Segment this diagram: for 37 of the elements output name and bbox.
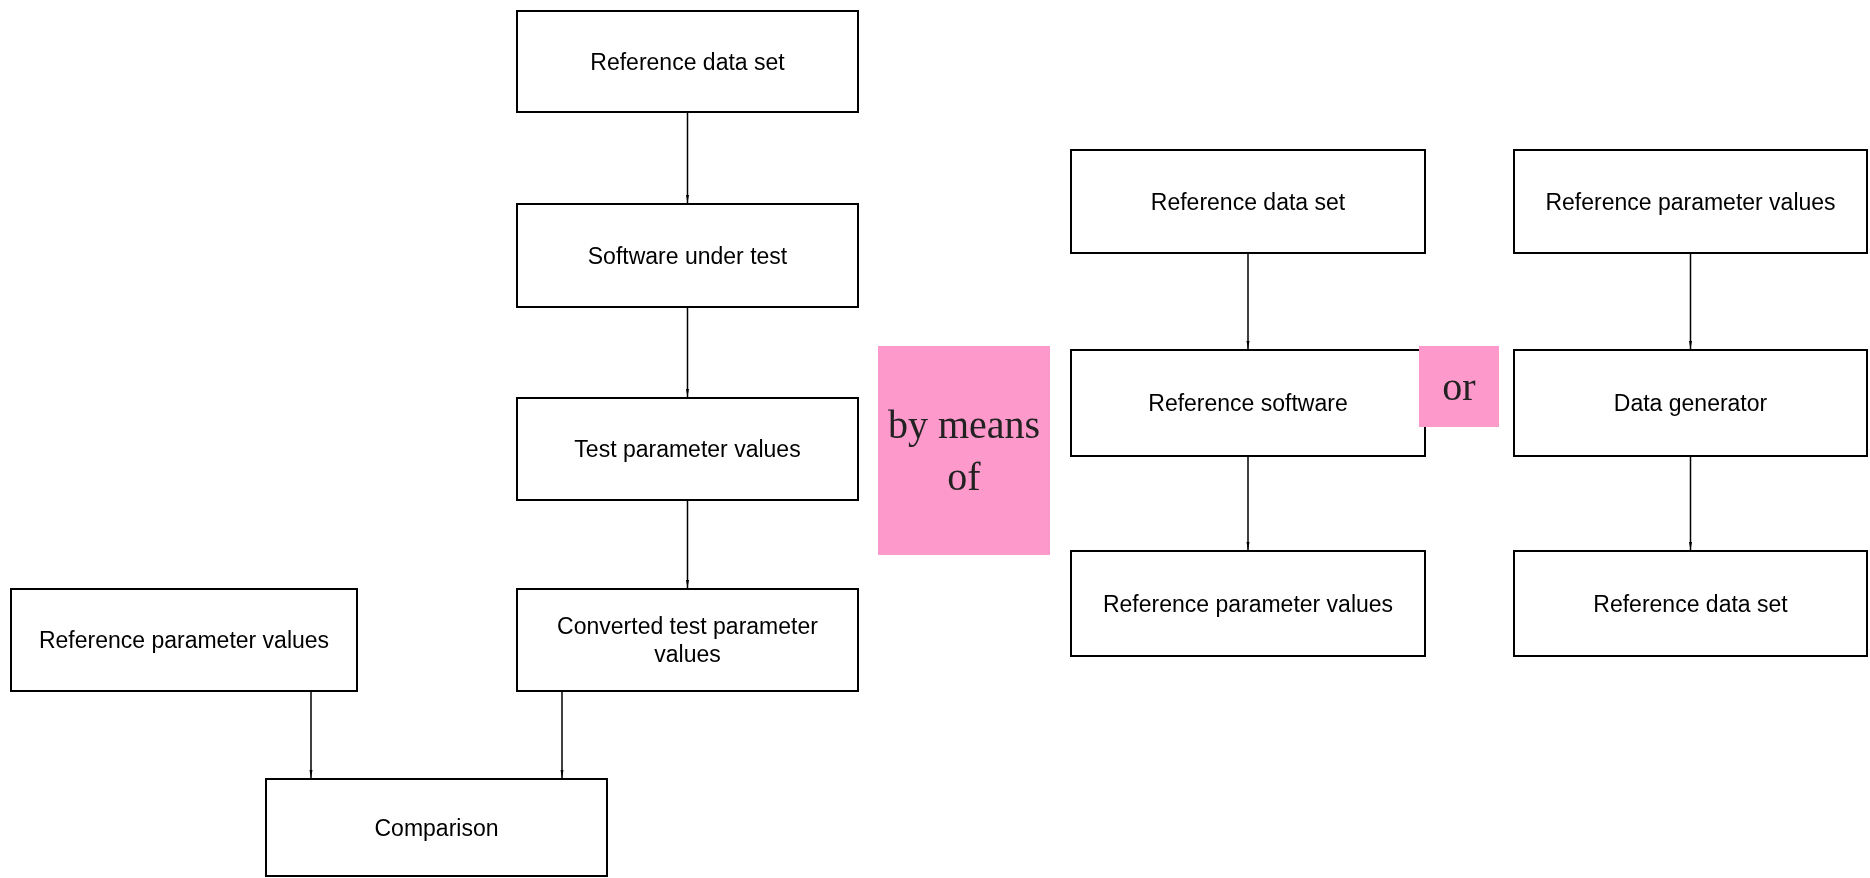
arrow <box>686 307 689 398</box>
connector-label-box <box>1419 346 1499 427</box>
box-text: Reference parameter values <box>38 626 330 654</box>
box-text: Reference parameter values <box>1102 589 1394 618</box>
arrow <box>309 691 313 779</box>
process-box <box>1513 149 1868 254</box>
connector-label-box <box>878 346 1050 555</box>
arrow <box>686 112 689 204</box>
box-text: Converted test parameter values <box>556 612 819 668</box>
arrow <box>560 691 564 779</box>
process-box <box>1070 349 1426 457</box>
process-box <box>1070 550 1426 657</box>
box-text: by means of <box>886 400 1042 501</box>
process-box <box>265 778 608 877</box>
process-box <box>10 588 358 692</box>
process-box <box>516 10 859 113</box>
arrow <box>1246 253 1250 350</box>
arrow <box>1689 253 1692 350</box>
box-text: Reference data set <box>1593 589 1788 618</box>
box-text: or <box>1442 362 1476 411</box>
box-text: Software under test <box>587 241 788 270</box>
process-box <box>516 588 859 692</box>
box-text: Reference software <box>1148 389 1348 417</box>
process-box <box>1070 149 1426 254</box>
box-text: Test parameter values <box>574 435 801 463</box>
box-text: Data generator <box>1613 389 1768 417</box>
box-text: Reference data set <box>1150 187 1346 216</box>
box-text: Reference data set <box>590 47 785 76</box>
arrow <box>1246 456 1250 551</box>
box-text: Comparison <box>374 813 499 842</box>
arrow <box>1689 456 1692 551</box>
process-box <box>1513 349 1868 457</box>
arrow <box>686 500 689 589</box>
process-box <box>516 203 859 308</box>
box-text: Reference parameter values <box>1545 187 1836 216</box>
process-box <box>1513 550 1868 657</box>
process-box <box>516 397 859 501</box>
